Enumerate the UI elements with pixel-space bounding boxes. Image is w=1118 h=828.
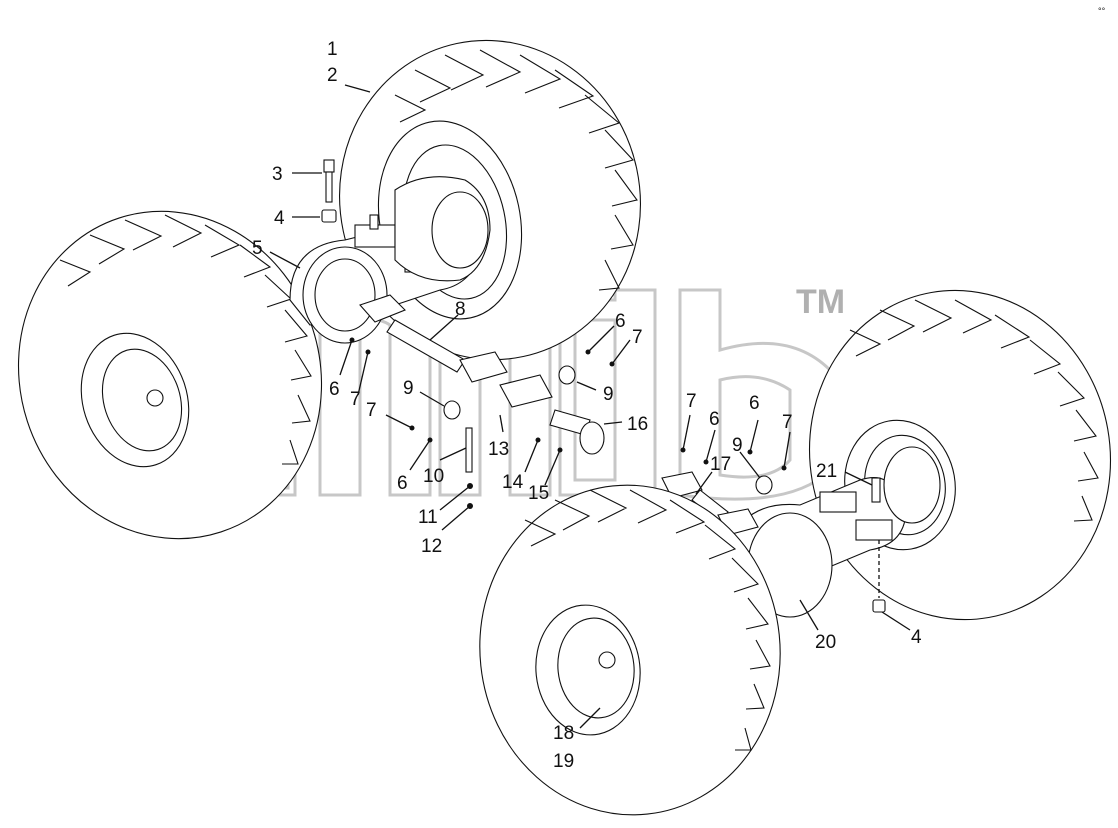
corner-mark: °° [1098, 6, 1106, 16]
callout-5: 5 [252, 238, 263, 259]
callout-6: 6 [709, 409, 720, 430]
callout-14: 14 [502, 472, 524, 493]
callout-9: 9 [603, 384, 614, 405]
callout-12: 12 [421, 536, 442, 557]
seal-9-left [443, 400, 461, 420]
callout-17: 17 [710, 454, 731, 475]
callout-2: 2 [327, 65, 338, 86]
callout-10: 10 [423, 466, 444, 487]
callout-7: 7 [366, 400, 377, 421]
callout-7: 7 [350, 389, 361, 410]
callout-4: 4 [274, 208, 285, 229]
callout-19: 19 [553, 751, 574, 772]
nut-4 [321, 209, 337, 223]
callout-7: 7 [782, 412, 793, 433]
callout-labels: 1 2 3 4 5 6 7 8 6 7 9 9 7 6 10 11 12 13 … [252, 39, 922, 772]
callout-6: 6 [329, 379, 340, 400]
callout-16: 16 [627, 414, 648, 435]
leader-lines [269, 84, 911, 729]
callout-8: 8 [455, 299, 466, 320]
seal-9-mid [558, 365, 576, 385]
front-drive-shaft [359, 294, 605, 455]
callout-3: 3 [272, 164, 283, 185]
callout-15: 15 [528, 483, 549, 504]
rear-right-wheel [808, 289, 1112, 621]
callout-20: 20 [815, 632, 836, 653]
trademark-text: TM [796, 283, 845, 321]
callout-7: 7 [686, 391, 697, 412]
callout-11: 11 [418, 507, 438, 528]
callout-6: 6 [749, 393, 760, 414]
callout-7: 7 [632, 327, 643, 348]
callout-18: 18 [553, 723, 574, 744]
callout-1: 1 [327, 39, 338, 60]
rear-left-wheel [479, 484, 781, 816]
callout-9: 9 [403, 378, 414, 399]
front-axle-housing [289, 176, 491, 344]
bolt-3 [323, 159, 335, 203]
callout-4: 4 [911, 627, 922, 648]
callout-9: 9 [732, 435, 743, 456]
callout-6: 6 [397, 473, 408, 494]
callout-21: 21 [816, 461, 837, 482]
front-left-wheel [17, 210, 323, 540]
seal-9-right [755, 475, 773, 495]
callout-6: 6 [615, 311, 626, 332]
callout-13: 13 [488, 439, 509, 460]
bolt-10 [465, 427, 473, 509]
